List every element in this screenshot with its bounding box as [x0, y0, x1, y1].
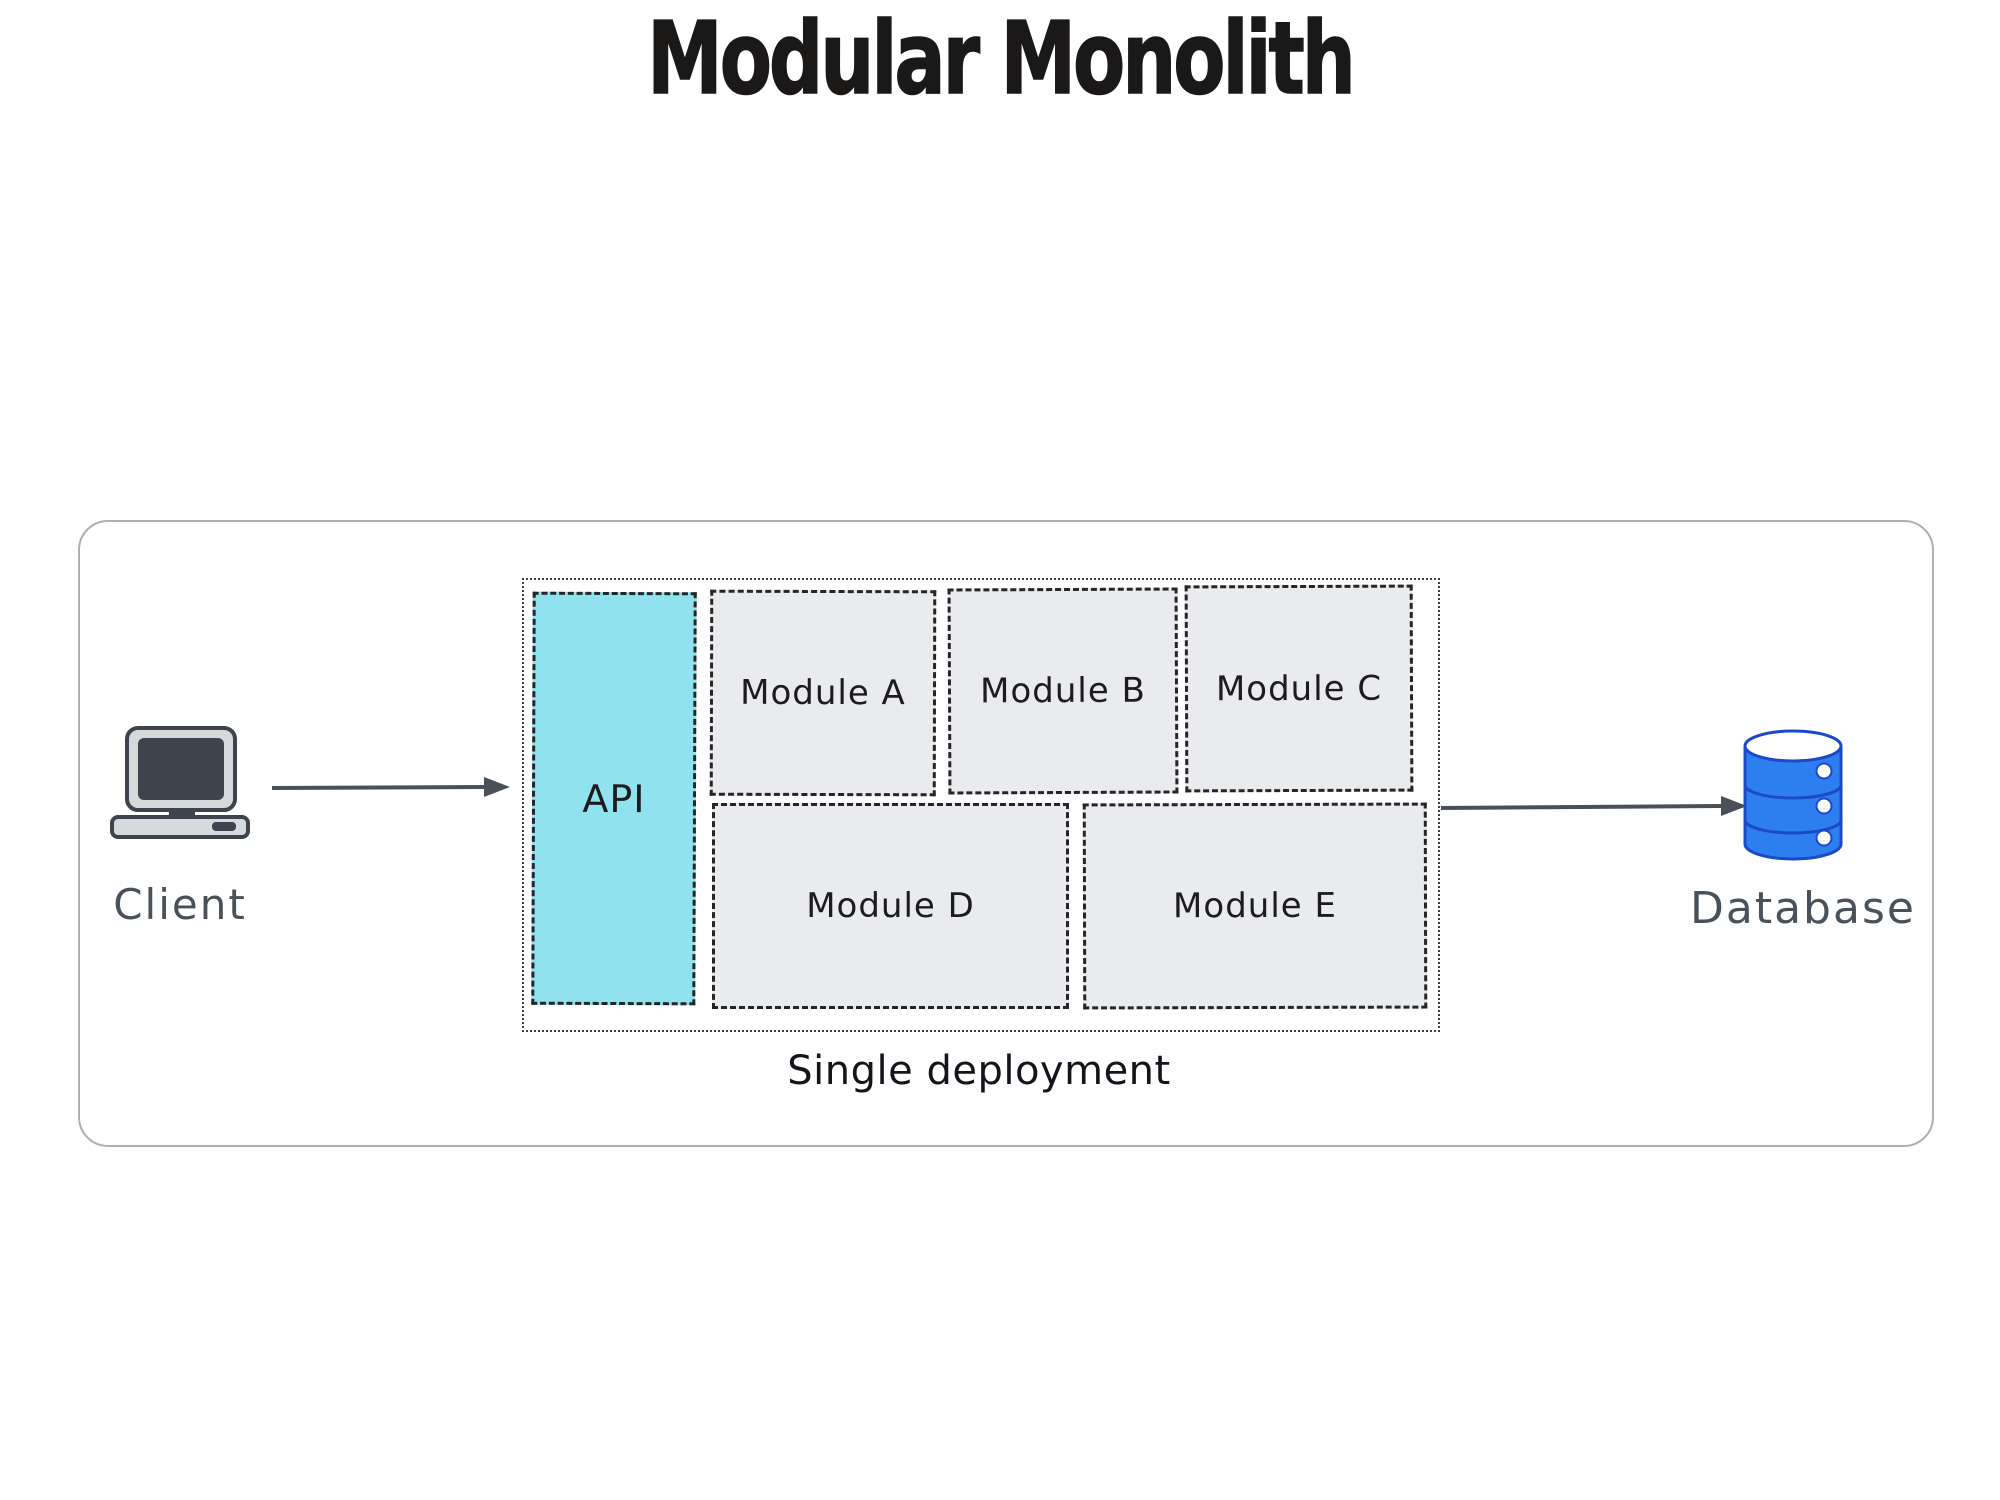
- module-d-box: Module D: [712, 803, 1069, 1009]
- module-b-label: Module B: [980, 670, 1146, 712]
- module-c-label: Module C: [1215, 668, 1383, 709]
- module-b-box: Module B: [947, 587, 1179, 795]
- module-e-label: Module E: [1172, 885, 1338, 927]
- deployment-to-database-arrow: [1440, 796, 1747, 816]
- module-c-box: Module C: [1184, 584, 1414, 793]
- database-cylinder-icon: [1743, 729, 1843, 861]
- module-d-label: Module D: [806, 886, 975, 926]
- module-a-box: Module A: [709, 589, 937, 797]
- client-to-deployment-arrow: [271, 777, 510, 797]
- desktop-computer-icon: [110, 726, 250, 839]
- module-a-label: Module A: [740, 672, 906, 714]
- api-box: API: [531, 591, 697, 1006]
- diagram-title: Modular Monolith: [647, 0, 1357, 118]
- module-e-box: Module E: [1082, 802, 1428, 1010]
- client-label: Client: [113, 880, 247, 929]
- database-label: Database: [1690, 883, 1916, 934]
- single-deployment-container: [522, 578, 1440, 1032]
- single-deployment-caption: Single deployment: [787, 1048, 1171, 1094]
- api-label: API: [582, 776, 646, 821]
